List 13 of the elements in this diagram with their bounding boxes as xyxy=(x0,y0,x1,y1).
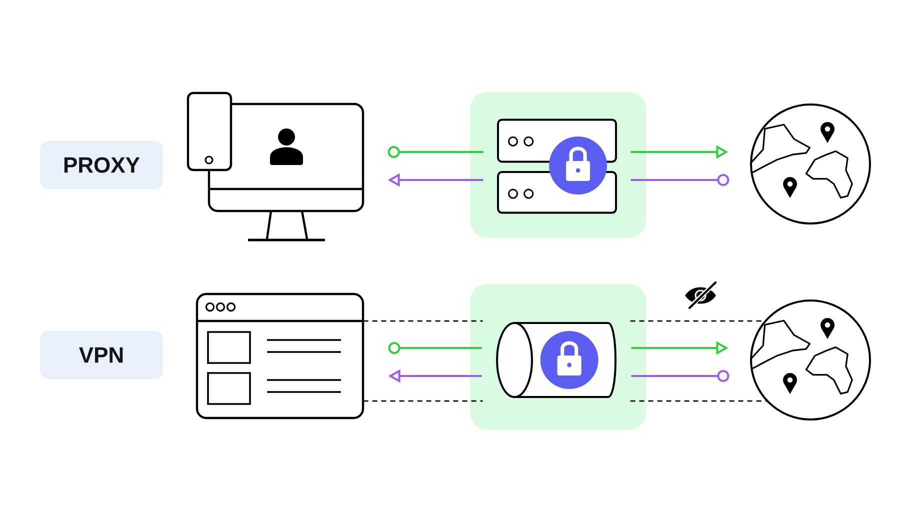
connector xyxy=(388,342,482,354)
connector xyxy=(388,146,484,158)
connector xyxy=(631,370,730,382)
dashed-line xyxy=(363,400,483,402)
dashed-line xyxy=(363,320,483,322)
globe xyxy=(750,300,871,420)
category-label: PROXY xyxy=(40,141,163,189)
globe xyxy=(750,104,871,224)
browser-window xyxy=(196,292,364,420)
dashed-line xyxy=(630,400,768,402)
category-label: VPN xyxy=(40,331,163,379)
connector xyxy=(630,174,730,186)
tunnel-cylinder xyxy=(496,322,616,398)
